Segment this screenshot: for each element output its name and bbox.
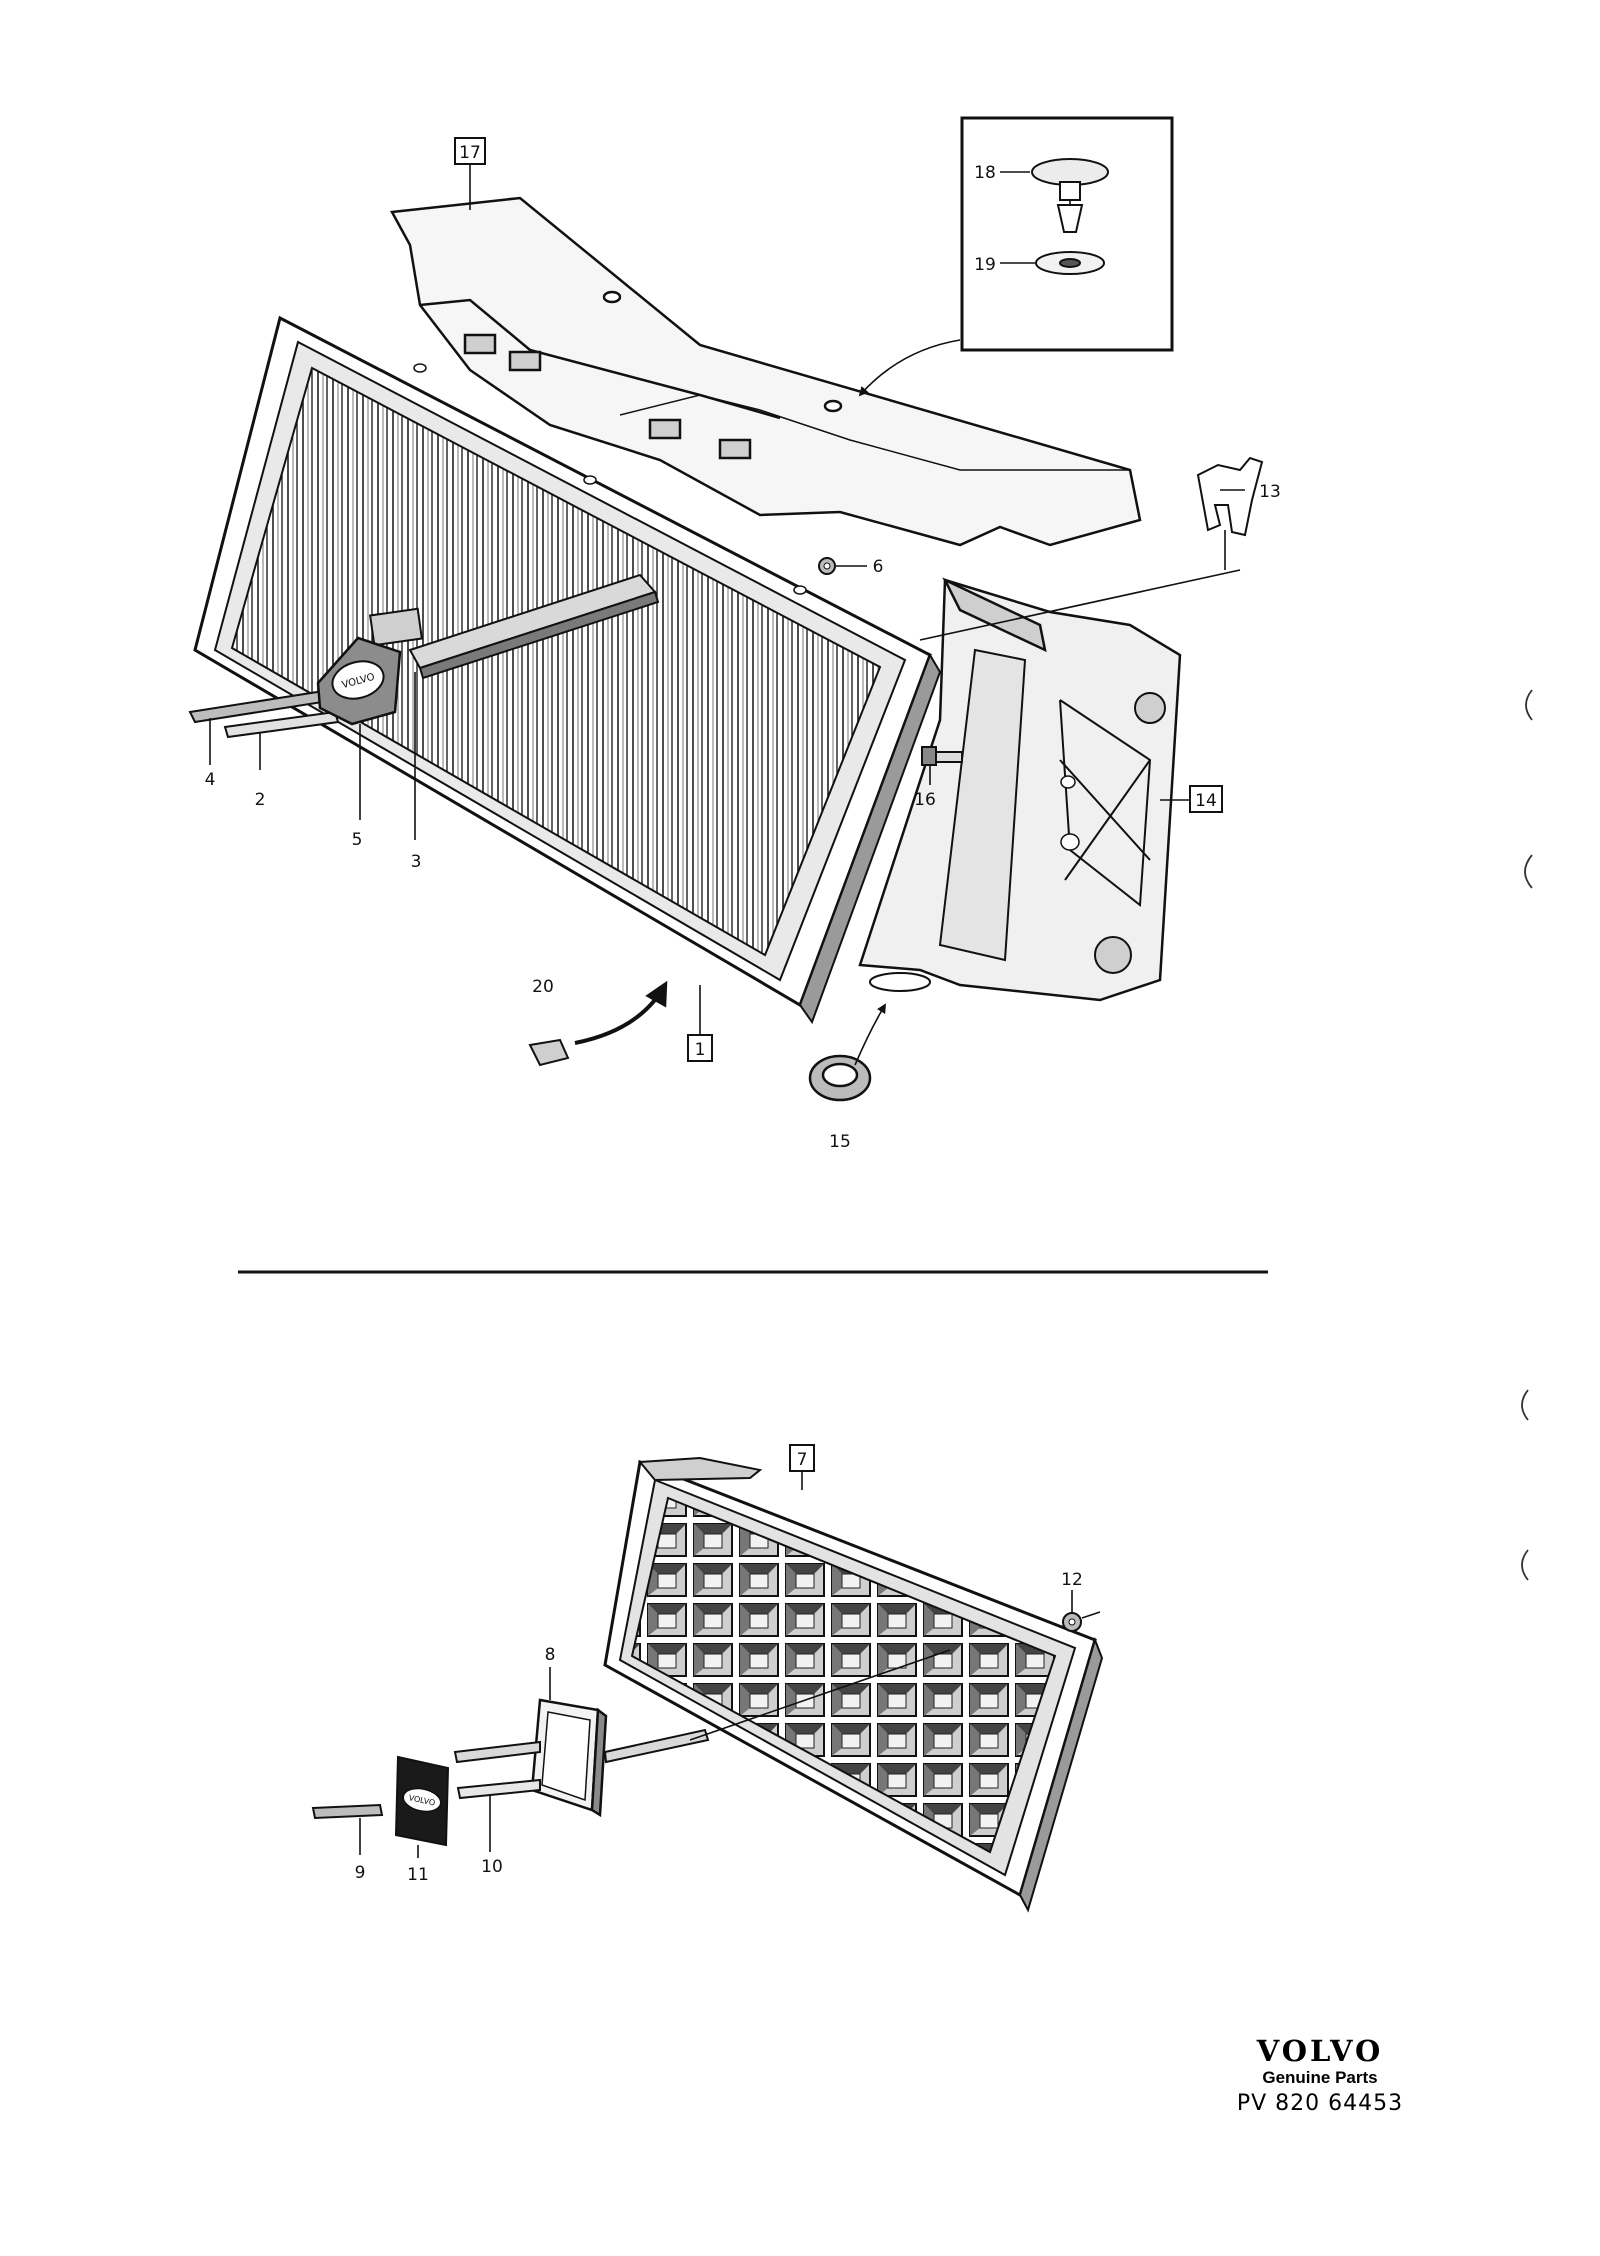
nut-12 (1062, 1612, 1082, 1632)
callout-4: 4 (205, 770, 216, 790)
callout-8: 8 (545, 1645, 556, 1665)
leader-lines-top (209, 160, 1245, 1066)
callout-box-1 (687, 1034, 713, 1062)
callout-box-14 (1189, 785, 1223, 813)
brand-subtitle: Genuine Parts (1262, 2068, 1378, 2087)
push-rivet-18 (1031, 158, 1109, 233)
left-trim-9 (311, 1803, 384, 1820)
callout-16: 16 (914, 790, 936, 810)
callout-20: 20 (532, 977, 554, 997)
callout-14: 14 (1195, 791, 1217, 811)
leader-lines-bottom (359, 1470, 1101, 1858)
washer-19 (1035, 251, 1105, 275)
binding-marks (1521, 689, 1533, 1581)
clip-block-20 (528, 1038, 570, 1067)
retaining-clip (1196, 456, 1264, 537)
part-number-code: PV 820 64453 (1236, 2091, 1404, 2116)
callout-13: 13 (1259, 482, 1281, 502)
callout-box-7 (789, 1444, 815, 1472)
horizontal-trim-10 (453, 1728, 710, 1800)
callout-12: 12 (1061, 1570, 1083, 1590)
callout-9: 9 (355, 1863, 366, 1883)
bolt-16 (921, 746, 963, 766)
nut-6 (818, 557, 836, 575)
callout-17: 17 (459, 143, 481, 163)
main-grille (193, 315, 942, 1025)
callout-3: 3 (411, 852, 422, 872)
brand-logo: VOLVO (1256, 2034, 1384, 2068)
callout-10: 10 (481, 1857, 503, 1877)
grommet-15 (808, 1054, 872, 1102)
callout-box-17 (454, 137, 486, 165)
side-mounting-bracket (858, 577, 1182, 1002)
callout-18: 18 (974, 163, 996, 183)
grille-emblem-11: VOLVO (394, 1755, 450, 1847)
fastener-inset-box (960, 116, 1174, 352)
callout-2: 2 (255, 790, 266, 810)
upper-cover-panel (390, 196, 1142, 547)
callout-6: 6 (873, 557, 884, 577)
diagonal-trim-bar (369, 573, 660, 680)
callout-7: 7 (797, 1450, 808, 1470)
emblem-frame-8 (530, 1698, 608, 1818)
callout-11: 11 (407, 1865, 429, 1885)
grille-emblem: VOLVO (316, 636, 402, 726)
callouts-top: 17 18 19 13 6 4 2 5 3 16 14 20 1 15 (205, 137, 1281, 1152)
callout-5: 5 (352, 830, 363, 850)
lattice-grille (603, 1456, 1104, 1913)
callout-19: 19 (974, 255, 996, 275)
brand-block: VOLVO Genuine Parts PV 820 64453 (1200, 2035, 1440, 2119)
callouts-bottom: 7 12 8 9 11 10 (355, 1444, 1083, 1885)
callout-15: 15 (829, 1132, 851, 1152)
callout-1: 1 (695, 1040, 706, 1060)
